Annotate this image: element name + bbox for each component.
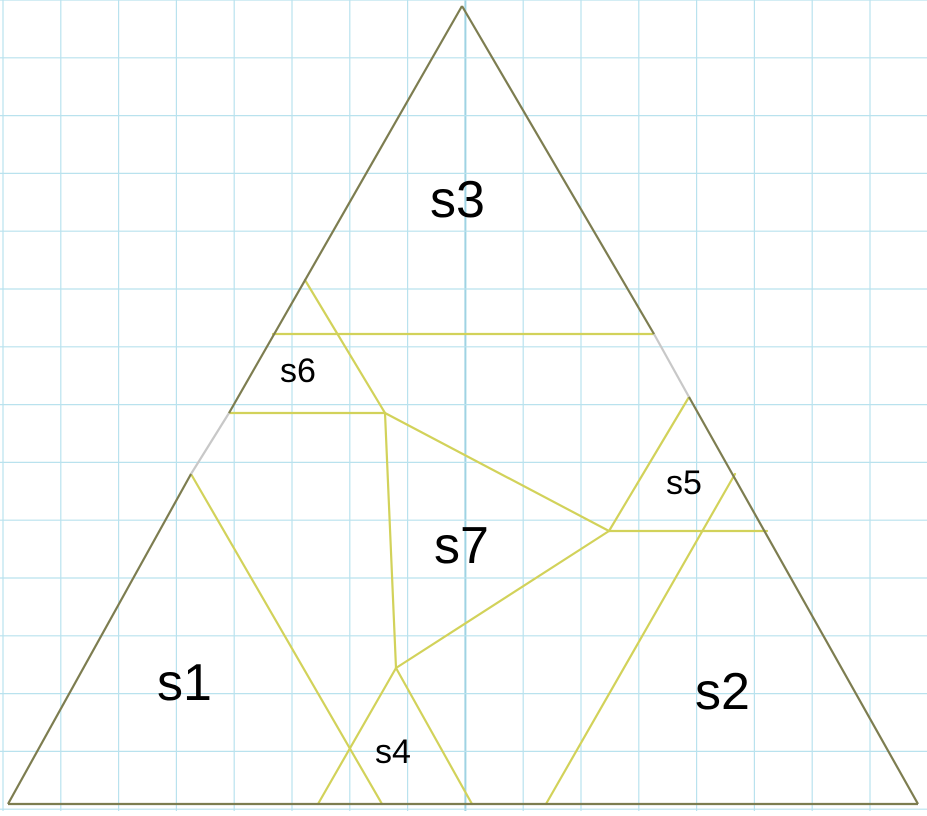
s5-right-edge	[544, 472, 737, 806]
s5-left-edge	[607, 395, 691, 533]
right-gap-segment	[653, 333, 690, 398]
outline-left-upper	[228, 5, 463, 414]
label-s7: s7	[434, 517, 489, 575]
label-s1: s1	[157, 654, 212, 712]
s4-left-edge	[316, 666, 398, 806]
outline-right-upper	[461, 5, 655, 335]
dissection-lines	[189, 278, 769, 806]
outer-triangle	[7, 5, 919, 806]
label-s4: s4	[375, 733, 411, 771]
s1-right-edge	[189, 472, 384, 806]
s7-left-edge	[383, 411, 398, 670]
region-labels: s3 s6 s5 s7 s1 s2 s4	[157, 171, 750, 771]
outline-left-lower	[7, 473, 192, 805]
label-s6: s6	[280, 352, 316, 390]
left-gap-segment	[190, 412, 230, 475]
s7-right-edge	[394, 529, 611, 670]
s6-right-edge	[303, 278, 387, 415]
label-s5: s5	[666, 464, 702, 502]
s7-top-edge	[383, 411, 611, 533]
label-s3: s3	[430, 171, 485, 229]
s4-right-edge	[394, 666, 474, 806]
label-s2: s2	[695, 663, 750, 721]
outline-right-lower	[688, 396, 919, 805]
outline-gaps	[190, 333, 690, 475]
